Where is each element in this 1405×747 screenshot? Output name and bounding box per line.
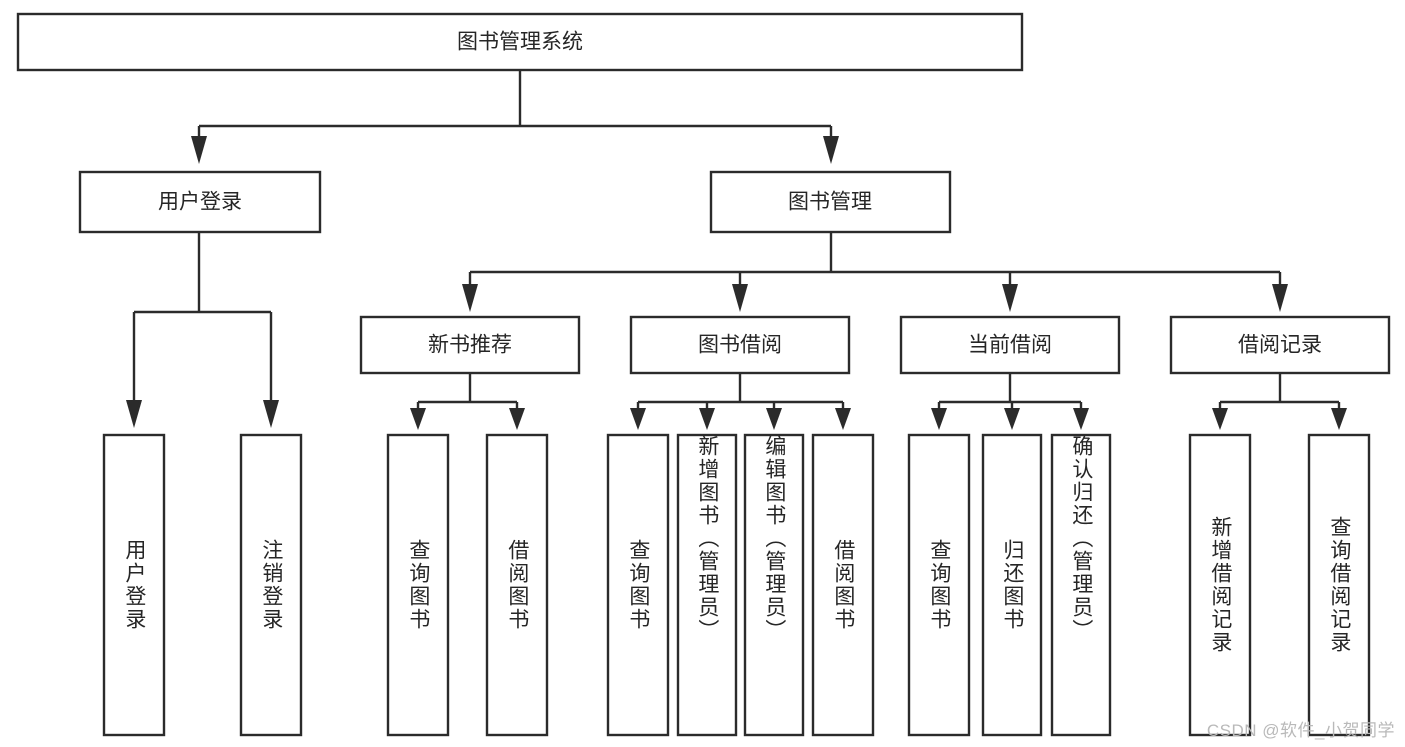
arrowhead-leaf-confirm-return: [1073, 408, 1089, 430]
arrowhead-leaf-add-record: [1212, 408, 1228, 430]
leaf-query-book-1-rect[interactable]: [386, 433, 450, 737]
leaf-confirm-return-rect[interactable]: [1050, 433, 1112, 737]
arrowhead-leaf-query-book-2: [630, 408, 646, 430]
connector-bookmanage-to-level2: [462, 232, 1288, 312]
arrowhead-book-manage: [823, 136, 839, 164]
connector-newbookrec-to-leaves: [410, 373, 525, 430]
connector-currentborrow-to-leaves: [931, 373, 1089, 430]
node-book-manage[interactable]: 图书管理: [709, 170, 952, 234]
arrowhead-leaf-return-book: [1004, 408, 1020, 430]
node-book-borrow-label: 图书借阅: [698, 334, 782, 357]
node-user-login-label: 用户登录: [158, 191, 242, 214]
arrowhead-leaf-borrow-book-2: [835, 408, 851, 430]
arrowhead-new-book-rec: [462, 284, 478, 312]
arrowhead-current-borrow: [1002, 284, 1018, 312]
node-current-borrow-label: 当前借阅: [968, 334, 1052, 357]
node-root-label: 图书管理系统: [457, 31, 583, 54]
node-user-login[interactable]: 用户登录: [78, 170, 322, 234]
node-current-borrow[interactable]: 当前借阅: [899, 315, 1121, 375]
arrowhead-leaf-query-record: [1331, 408, 1347, 430]
leaf-query-book-2-rect[interactable]: [606, 433, 670, 737]
leaf-return-book-rect[interactable]: [981, 433, 1043, 737]
leaf-query-record-rect[interactable]: [1307, 433, 1371, 737]
node-new-book-rec-label: 新书推荐: [428, 334, 512, 357]
connector-userlogin-to-leaves: [126, 232, 279, 428]
watermark: CSDN @软件_小贺同学: [1206, 721, 1395, 740]
node-root-rect[interactable]: [16, 12, 1024, 72]
node-new-book-rec-rect[interactable]: [359, 315, 581, 375]
node-book-manage-rect[interactable]: [709, 170, 952, 234]
leaf-add-book-rect[interactable]: [676, 433, 738, 737]
arrowhead-user-login: [191, 136, 207, 164]
leaf-query-book-3-rect[interactable]: [907, 433, 971, 737]
node-current-borrow-rect[interactable]: [899, 315, 1121, 375]
arrowhead-book-borrow: [732, 284, 748, 312]
node-user-login-rect[interactable]: [78, 170, 322, 234]
arrowhead-leaf-query-book-3: [931, 408, 947, 430]
node-book-manage-label: 图书管理: [788, 191, 872, 214]
leaf-user-login-rect[interactable]: [102, 433, 166, 737]
leaf-add-record-rect[interactable]: [1188, 433, 1252, 737]
node-borrow-record-label: 借阅记录: [1238, 334, 1322, 357]
node-new-book-rec[interactable]: 新书推荐: [359, 315, 581, 375]
connector-borrowrecord-to-leaves: [1212, 373, 1347, 430]
leaf-edit-book-rect[interactable]: [743, 433, 805, 737]
node-borrow-record[interactable]: 借阅记录: [1169, 315, 1391, 375]
arrowhead-leaf-query-book-1: [410, 408, 426, 430]
arrowhead-leaf-user-logout: [263, 400, 279, 428]
connector-bookborrow-to-leaves: [630, 373, 851, 430]
arrowhead-leaf-user-login: [126, 400, 142, 428]
arrowhead-leaf-edit-book: [766, 408, 782, 430]
node-borrow-record-rect[interactable]: [1169, 315, 1391, 375]
arrowhead-leaf-borrow-book-1: [509, 408, 525, 430]
leaf-borrow-book-2-rect[interactable]: [811, 433, 875, 737]
node-book-borrow-rect[interactable]: [629, 315, 851, 375]
connector-root-to-level1: [191, 70, 839, 164]
arrowhead-leaf-add-book: [699, 408, 715, 430]
arrowhead-borrow-record: [1272, 284, 1288, 312]
node-root[interactable]: 图书管理系统: [16, 12, 1024, 72]
leaf-borrow-book-1-rect[interactable]: [485, 433, 549, 737]
leaf-user-logout-rect[interactable]: [239, 433, 303, 737]
node-book-borrow[interactable]: 图书借阅: [629, 315, 851, 375]
